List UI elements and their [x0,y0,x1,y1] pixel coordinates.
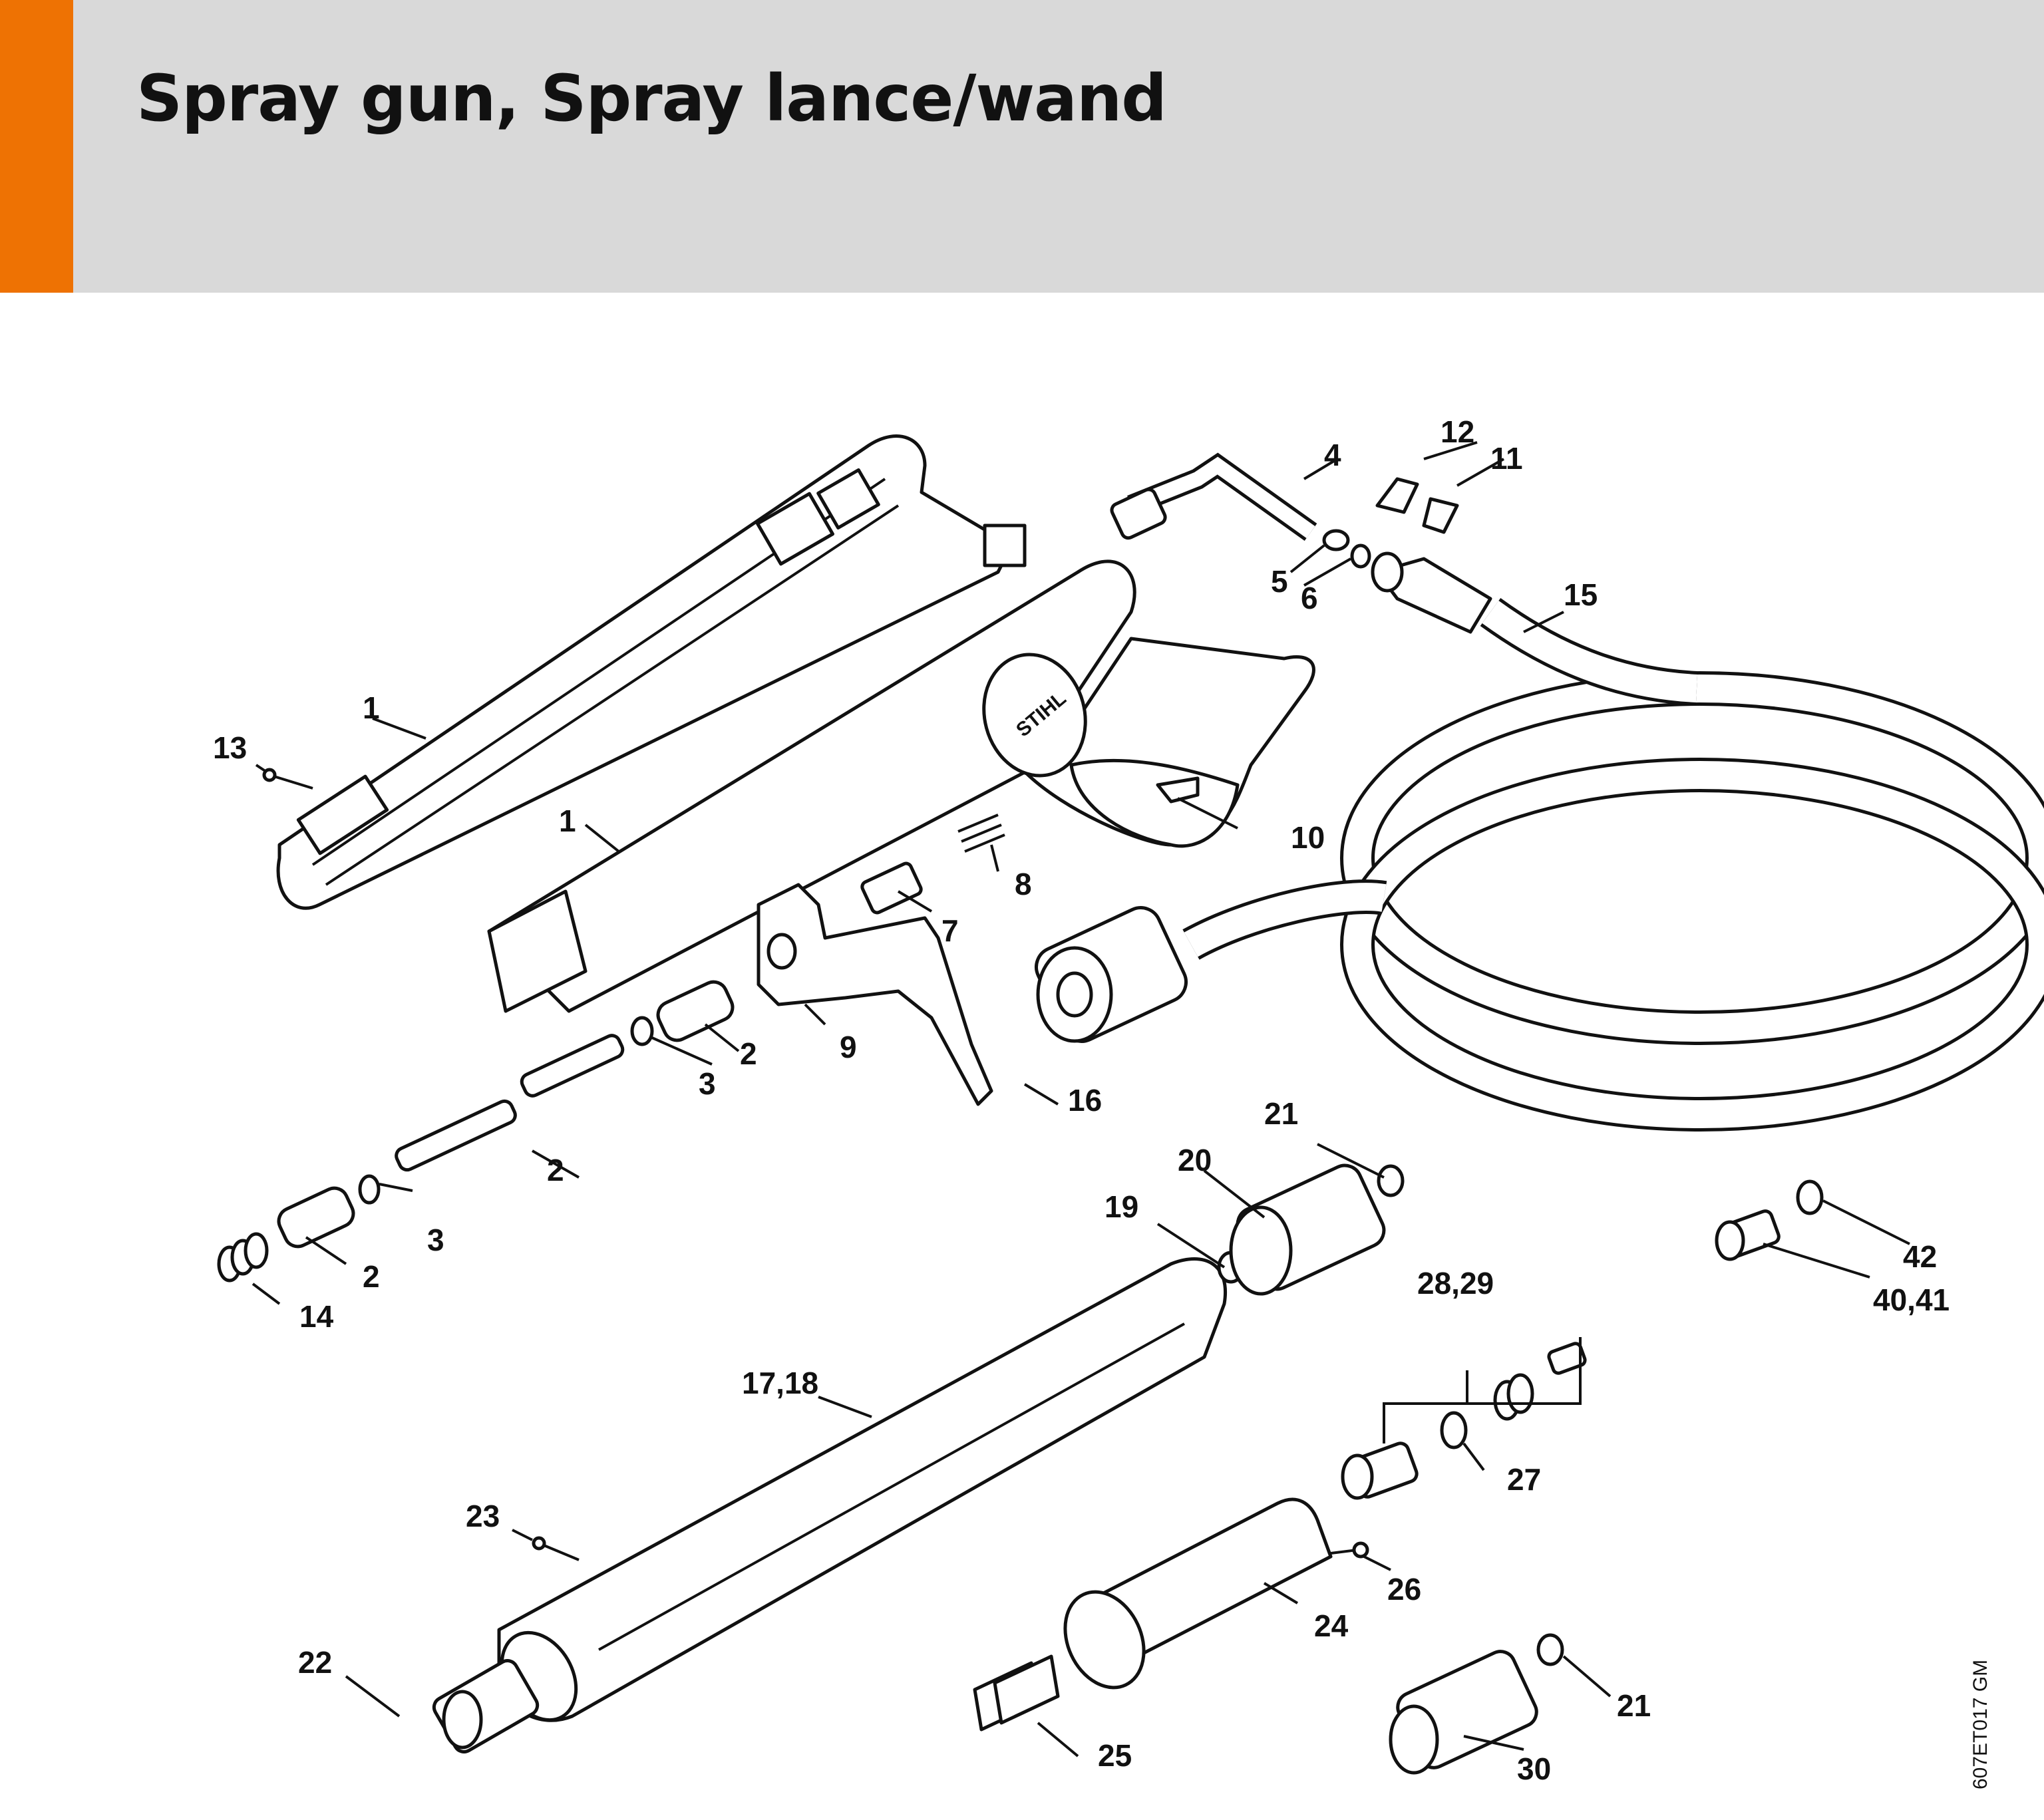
callout-23: 23 [466,1499,500,1533]
nozzle-housing [1063,1497,1333,1690]
callout-2c: 2 [363,1259,380,1294]
valve-spring [860,814,1005,915]
nozzle-insert [1715,1179,1824,1261]
coupling-top [1217,1163,1405,1296]
header-band [0,0,2044,293]
handle-half-upper [276,434,1027,910]
clips [1375,477,1459,534]
callout-5: 5 [1271,564,1288,599]
pipe-bend [1110,452,1317,541]
callout-3b: 3 [427,1223,444,1257]
callout-15: 15 [1564,577,1598,612]
callout-22: 22 [298,1645,332,1680]
callouts: 1 1 13 4 12 11 5 6 15 10 8 7 9 2 3 16 2 … [213,414,1950,1786]
callout-3a: 3 [699,1066,716,1101]
nozzle-parts [1341,1337,1587,1500]
callout-42: 42 [1903,1239,1937,1274]
seal-rings [1322,529,1371,569]
callout-21b: 21 [1617,1688,1651,1723]
coupling-bottom [1389,1633,1564,1775]
callout-28-29: 28,29 [1417,1266,1494,1300]
callout-17-18: 17,18 [742,1366,818,1400]
callout-10: 10 [1291,820,1325,855]
callout-2a: 2 [740,1036,757,1071]
callout-25: 25 [1098,1738,1132,1773]
callout-16: 16 [1068,1083,1102,1118]
hose-fitting [1371,551,1492,634]
reference-code: 607ET017 GM [1969,1659,1991,1789]
callout-14: 14 [299,1299,334,1334]
callout-20: 20 [1178,1143,1212,1177]
callout-19: 19 [1105,1189,1138,1224]
page-title: Spray gun, Spray lance/wand [136,61,1167,136]
screws [262,768,1369,1561]
handle-half-lower: STIHL [487,559,1315,1013]
callout-26: 26 [1387,1572,1421,1606]
accent-bar [0,0,73,293]
hose-coil [1182,597,2044,1132]
callout-24: 24 [1314,1608,1349,1643]
callout-30: 30 [1517,1751,1551,1786]
label-sheet [973,1654,1060,1732]
callout-6: 6 [1301,581,1318,615]
callout-21a: 21 [1264,1096,1298,1131]
trigger [757,883,993,1106]
pins-sleeves [217,980,735,1283]
callout-2b: 2 [547,1153,564,1187]
callout-12: 12 [1441,414,1474,449]
callout-4: 4 [1324,438,1341,472]
callout-13: 13 [213,730,247,765]
hose-nut [1035,906,1188,1043]
lance-tube [432,1257,1227,1753]
callout-1b: 1 [559,804,576,838]
callout-8: 8 [1015,867,1032,901]
callout-1a: 1 [363,690,380,725]
callout-11: 11 [1490,441,1523,476]
callout-40-41: 40,41 [1873,1283,1950,1317]
callout-27: 27 [1507,1462,1541,1497]
leader-lines [252,441,1910,1757]
callout-9: 9 [840,1030,857,1064]
callout-7: 7 [941,913,959,948]
